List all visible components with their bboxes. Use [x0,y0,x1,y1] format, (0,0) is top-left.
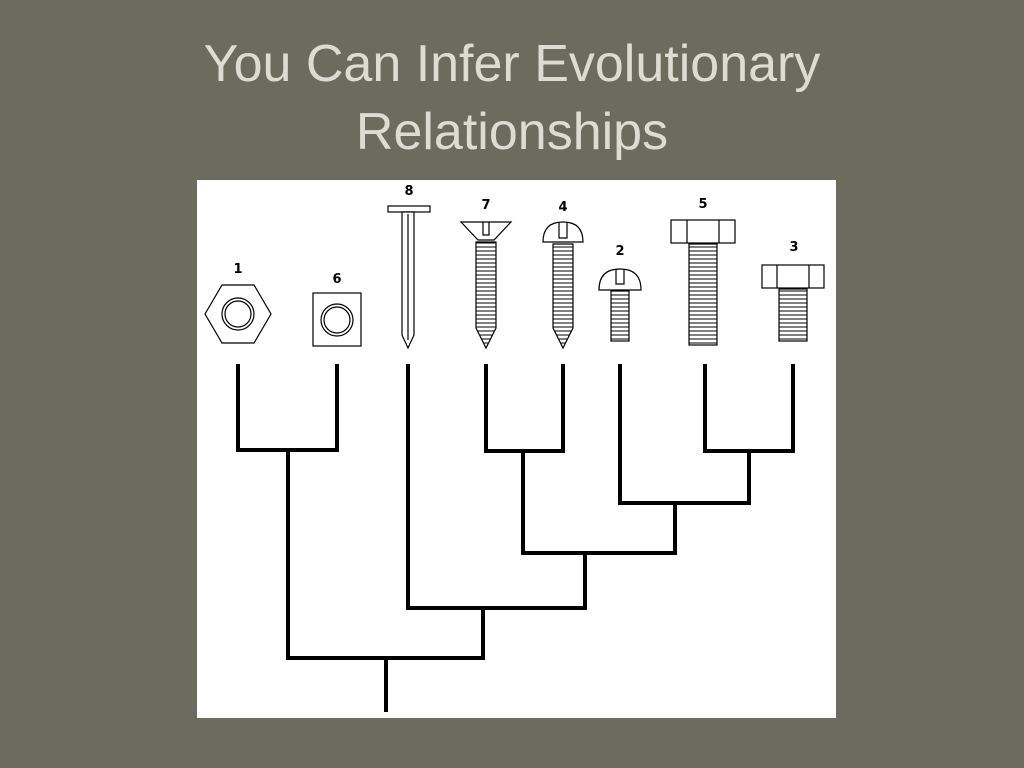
branch-2-53 [618,364,751,505]
round-head-machine-screw-icon [598,268,642,342]
item-label-6: 6 [332,272,341,287]
item-label-2: 2 [615,244,624,259]
branch-8-rest [406,364,587,610]
item-label-7: 7 [481,198,490,213]
branch-1-6 [236,364,339,452]
cladogram-figure: 1 6 8 7 4 2 5 3 [197,180,836,718]
title-line-2: Relationships [355,103,669,161]
branch-74-253 [521,449,677,555]
flat-head-screw-icon [459,221,513,350]
branch-root [286,448,485,660]
item-label-4: 4 [558,200,567,215]
cladogram-tree [236,364,795,712]
branch-7-4 [484,364,565,453]
item-label-3: 3 [789,240,798,255]
hex-head-bolt-long-icon [670,219,736,346]
round-head-wood-screw-icon [542,221,584,350]
nail-icon [387,205,431,350]
hex-head-bolt-short-icon [761,264,825,342]
branch-5-3 [703,364,795,453]
slide-title: You Can Infer Evolutionary Relationships [0,30,1024,166]
item-label-1: 1 [233,262,242,277]
item-label-8: 8 [404,184,413,199]
hex-nut-icon [204,284,272,344]
square-nut-icon [312,292,362,347]
item-label-5: 5 [698,197,707,212]
title-line-1: You Can Infer Evolutionary [203,35,821,93]
